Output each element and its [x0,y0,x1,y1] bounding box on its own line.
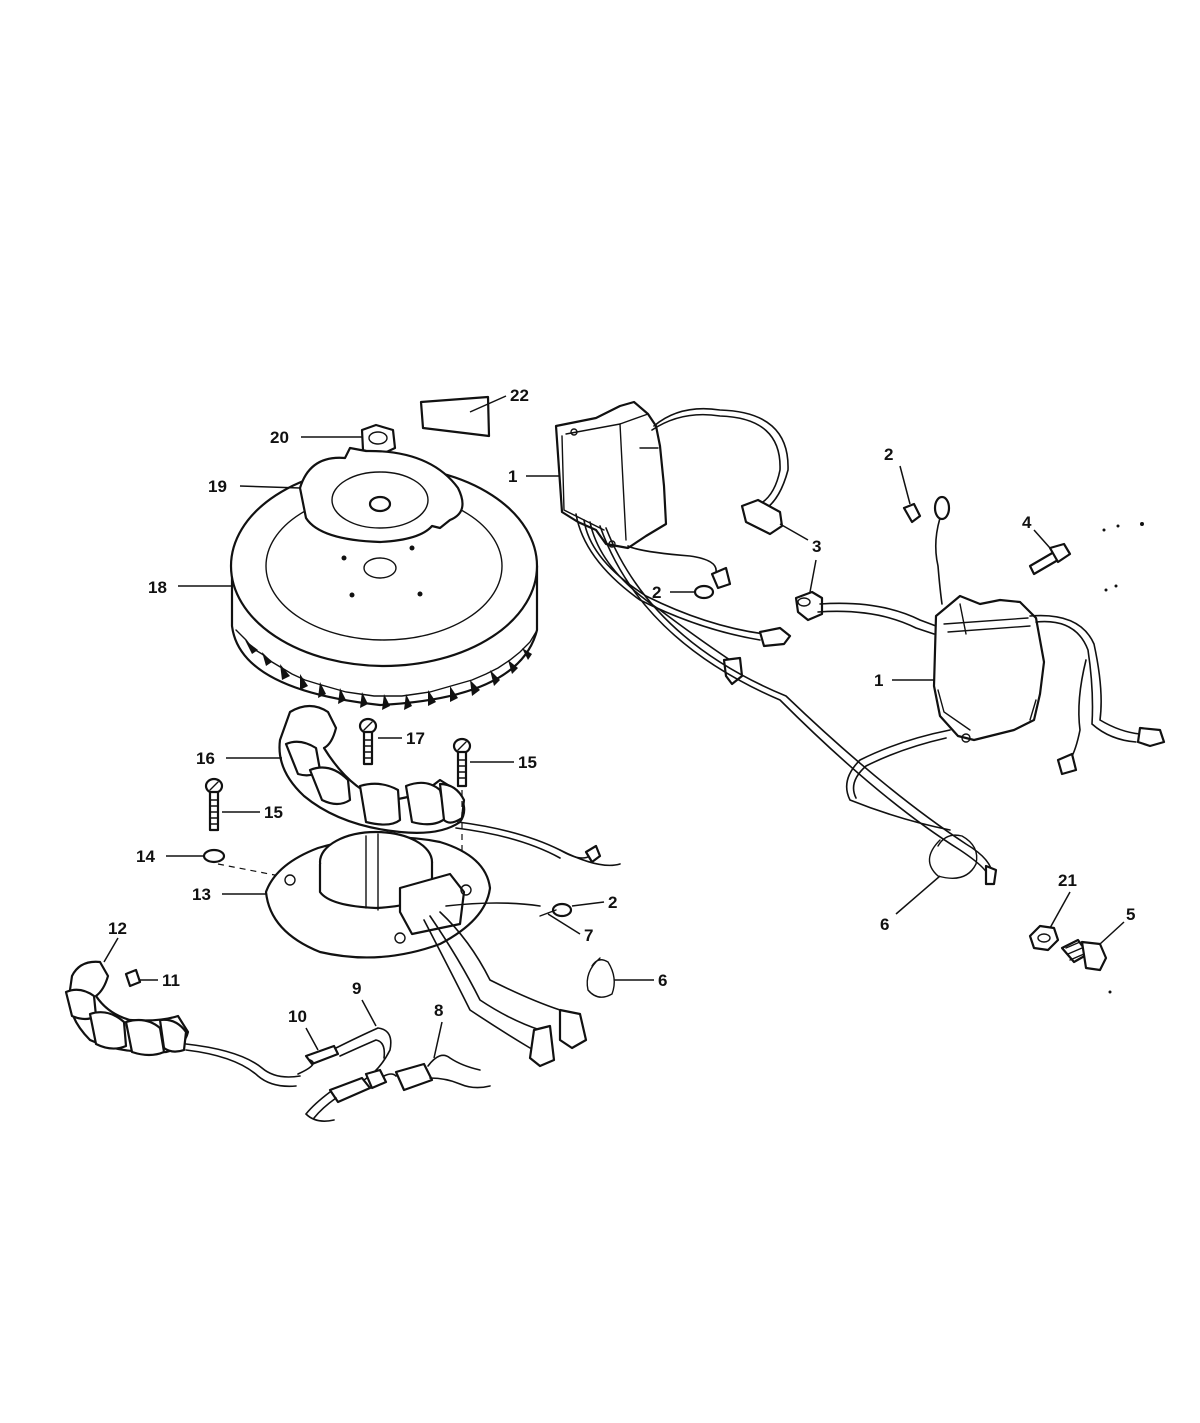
label-16: 16 [196,749,215,768]
label-19: 19 [208,477,227,496]
callout-19: 19 [208,477,301,496]
label-17: 17 [406,729,425,748]
label-3: 3 [812,537,821,556]
screw-15-lower-part [204,777,224,832]
bolt-part [1060,938,1108,972]
label-11: 11 [162,971,180,990]
label-2c: 2 [608,893,617,912]
flywheel-part [229,464,539,710]
label-13: 13 [192,885,211,904]
connector-9-part [304,1027,392,1122]
callout-7: 7 [547,913,593,945]
label-20: 20 [270,428,289,447]
callout-9: 9 [352,979,377,1027]
connector-10-part [297,1044,340,1075]
label-18: 18 [148,578,167,597]
ignition-module-right-part [845,594,1166,831]
callout-22: 22 [469,386,529,413]
label-8: 8 [434,1001,443,1020]
label-1a: 1 [508,467,517,486]
label-14: 14 [136,847,155,866]
label-7: 7 [584,926,593,945]
callout-11: 11 [140,971,180,990]
label-6b: 6 [880,915,889,934]
callout-1a: 1 [508,467,560,486]
callout-15b: 15 [222,803,283,822]
callout-2c: 2 [571,893,617,912]
callout-18: 18 [148,578,232,597]
callout-3: 3 [779,523,821,593]
callout-8: 8 [433,1001,443,1059]
callout-17: 17 [378,729,425,748]
label-9: 9 [352,979,361,998]
terminal-part [902,495,951,605]
connector-8-part [383,1054,491,1092]
callout-20: 20 [270,428,362,447]
callout-2a: 2 [884,445,911,505]
label-4: 4 [1022,513,1032,532]
callout-2b: 2 [652,583,715,602]
charge-coil-part [64,960,301,1088]
callout-16: 16 [196,749,282,768]
sleeve-part [124,968,142,988]
ignition-module-left-part [554,400,994,881]
screw-part [1028,542,1072,576]
retainer-right-part [928,834,998,886]
label-21: 21 [1058,871,1077,890]
label-1b: 1 [874,671,883,690]
label-15a: 15 [518,753,537,772]
screw-17-part [358,717,378,766]
label-15b: 15 [264,803,283,822]
label-22: 22 [510,386,529,405]
decal-part [419,395,491,438]
label-2b: 2 [652,583,661,602]
armature-plate-part [264,830,588,1068]
callout-12: 12 [103,919,127,963]
retainer-left-part [586,957,615,998]
label-6a: 6 [658,971,667,990]
callout-13: 13 [192,885,266,904]
callout-4: 4 [1022,513,1051,549]
spark-plug-boot-part [794,590,937,635]
terminal-center-part [539,902,573,918]
washer-plate-part [298,446,464,544]
callout-6b: 6 [880,875,941,934]
callout-6a: 6 [614,971,667,990]
callout-1b: 1 [874,671,934,690]
callout-5: 5 [1099,905,1135,945]
screw-15-upper-part [452,737,472,880]
nut-part [1028,924,1060,952]
callout-14: 14 [136,847,204,866]
speckles [1102,522,1144,994]
label-2a: 2 [884,445,893,464]
stator-coil-part [278,704,621,867]
label-5: 5 [1126,905,1135,924]
label-12: 12 [108,919,127,938]
callout-10: 10 [288,1007,319,1051]
callout-21: 21 [1049,871,1077,929]
callout-15a: 15 [470,753,537,772]
label-10: 10 [288,1007,307,1026]
